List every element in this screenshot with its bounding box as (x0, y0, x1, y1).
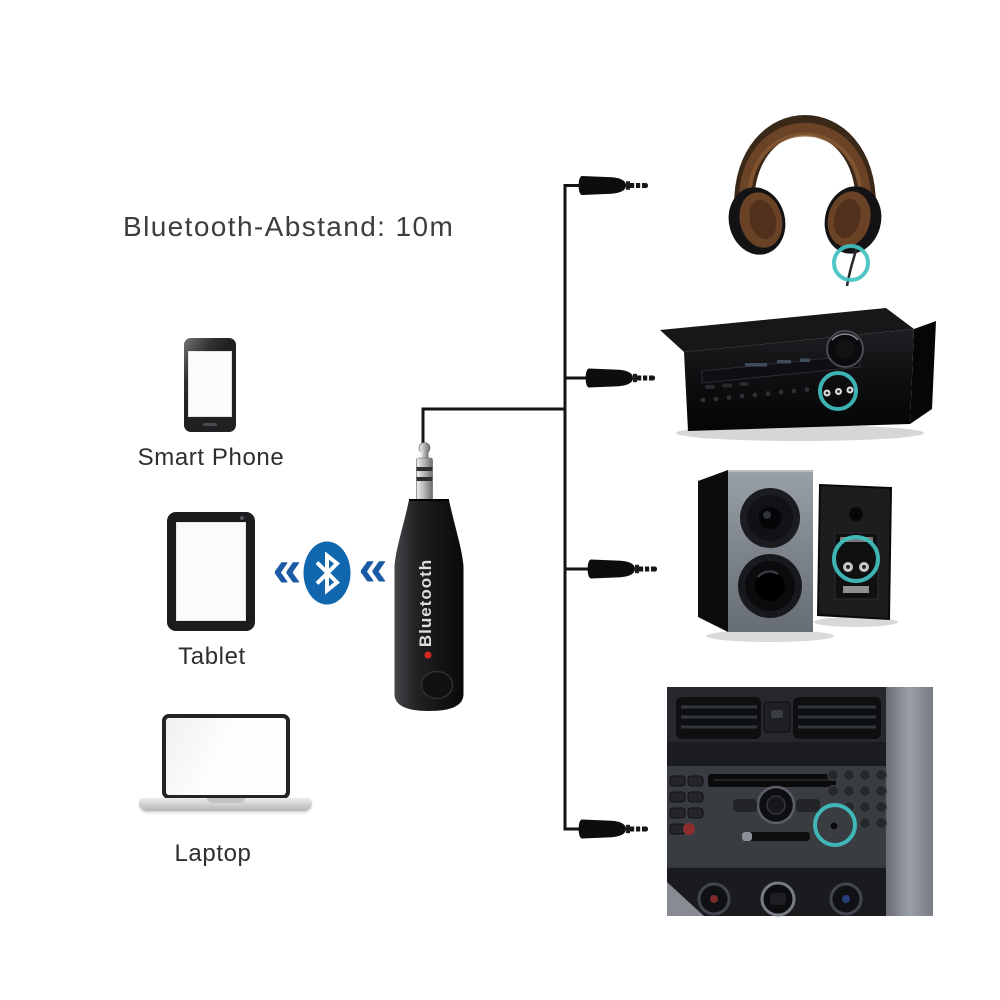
tablet-camera-dot (240, 516, 244, 520)
laptop-icon (162, 714, 290, 799)
audio-jack-icon (586, 369, 655, 388)
receiver-cable-line (421, 407, 564, 447)
jack-ring (416, 477, 433, 481)
laptop-notch (206, 798, 245, 803)
highlight-circle (813, 803, 857, 847)
car-dashboard-aux-icon (667, 687, 933, 917)
av-receiver-icon (660, 308, 936, 441)
highlight-circle (832, 244, 870, 282)
highlight-circle (832, 535, 880, 583)
smartphone-icon (184, 338, 236, 432)
smartphone-shine (184, 338, 236, 432)
bookshelf-speakers-icon (698, 470, 898, 642)
main-cable-line (563, 184, 582, 831)
headphones-icon (728, 115, 882, 287)
bluetooth-receiver-device: Bluetooth (394, 442, 464, 711)
smartphone-screen (188, 351, 232, 417)
led-indicator (424, 651, 432, 659)
bluetooth-logo-icon (303, 541, 351, 605)
jack-rod (420, 450, 429, 460)
jack-ring (416, 467, 433, 471)
tablet-label: Tablet (178, 643, 246, 670)
highlight-circle (818, 371, 858, 411)
audio-jack-icon (588, 560, 657, 579)
tablet-screen (176, 522, 246, 621)
smartphone-label: Smart Phone (137, 444, 285, 471)
audio-jack-icon (579, 176, 648, 195)
audio-jack-icon (579, 820, 648, 839)
signal-chevrons-left: « (272, 540, 302, 598)
tablet-icon (167, 512, 255, 631)
laptop-screen (166, 718, 286, 795)
signal-chevrons-right: « (358, 539, 388, 597)
multifunction-button (420, 670, 454, 700)
receiver-body (394, 500, 464, 711)
distance-title: Bluetooth-Abstand: 10m (123, 211, 455, 242)
smartphone-speaker-slit (203, 423, 217, 426)
laptop-label: Laptop (174, 840, 252, 867)
receiver-body-label: Bluetooth (416, 559, 435, 647)
laptop-base (139, 798, 312, 811)
